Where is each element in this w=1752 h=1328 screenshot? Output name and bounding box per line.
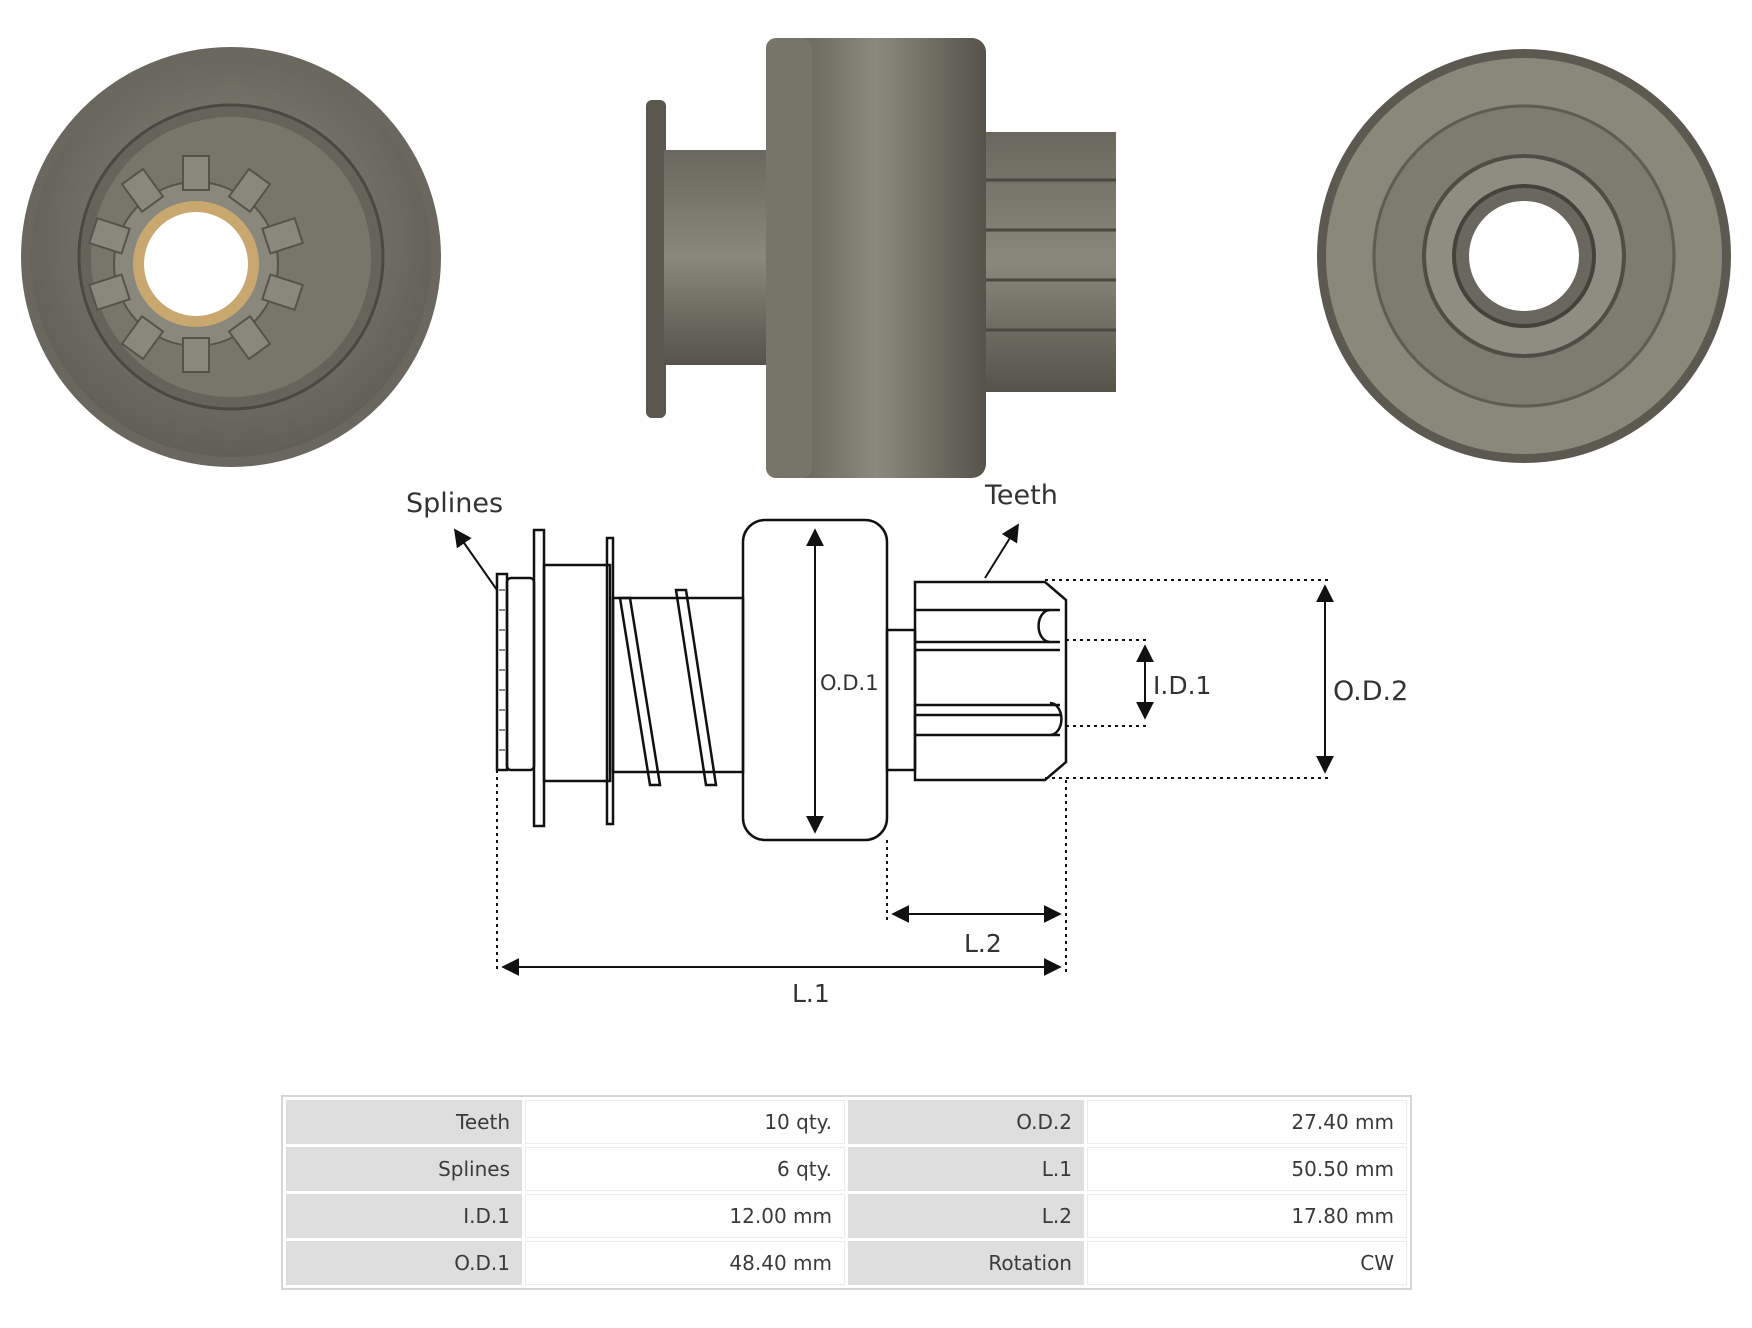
spec-key: O.D.1 bbox=[286, 1241, 522, 1285]
pinion bbox=[913, 580, 1068, 782]
table-row: O.D.1 48.40 mm Rotation CW bbox=[286, 1241, 1407, 1285]
shaft bbox=[885, 628, 917, 772]
spec-value: 27.40 mm bbox=[1087, 1100, 1407, 1144]
spec-key: Splines bbox=[286, 1147, 522, 1191]
spec-key: Teeth bbox=[286, 1100, 522, 1144]
label-l1: L.1 bbox=[792, 979, 830, 1008]
spec-value: 12.00 mm bbox=[525, 1194, 845, 1238]
spline-collar bbox=[505, 576, 536, 772]
label-splines: Splines bbox=[406, 488, 503, 519]
table-row: Splines 6 qty. L.1 50.50 mm bbox=[286, 1147, 1407, 1191]
spec-value: 50.50 mm bbox=[1087, 1147, 1407, 1191]
spec-key: I.D.1 bbox=[286, 1194, 522, 1238]
table-row: I.D.1 12.00 mm L.2 17.80 mm bbox=[286, 1194, 1407, 1238]
spring-coil bbox=[618, 596, 662, 787]
spring-sleeve bbox=[611, 596, 745, 774]
flange bbox=[532, 528, 546, 828]
spec-value: 48.40 mm bbox=[525, 1241, 845, 1285]
label-l2: L.2 bbox=[964, 929, 1002, 958]
spline-end bbox=[495, 572, 509, 772]
specs-table: Teeth 10 qty. O.D.2 27.40 mm Splines 6 q… bbox=[281, 1095, 1412, 1290]
side-view-photo bbox=[646, 38, 1116, 478]
splines-leader bbox=[453, 528, 498, 591]
spring-coil bbox=[674, 588, 718, 787]
label-id1: I.D.1 bbox=[1153, 671, 1211, 700]
spec-value: 10 qty. bbox=[525, 1100, 845, 1144]
spec-key: L.1 bbox=[848, 1147, 1084, 1191]
table-row: Teeth 10 qty. O.D.2 27.40 mm bbox=[286, 1100, 1407, 1144]
teeth-leader bbox=[984, 523, 1019, 579]
spec-value: 6 qty. bbox=[525, 1147, 845, 1191]
spec-key: O.D.2 bbox=[848, 1100, 1084, 1144]
label-od1: O.D.1 bbox=[820, 671, 879, 695]
spec-key: L.2 bbox=[848, 1194, 1084, 1238]
front-view-photo bbox=[21, 47, 441, 467]
spec-key: Rotation bbox=[848, 1241, 1084, 1285]
hub bbox=[542, 563, 612, 783]
label-od2: O.D.2 bbox=[1333, 676, 1408, 707]
spec-value: CW bbox=[1087, 1241, 1407, 1285]
rear-view-photo bbox=[1317, 49, 1731, 463]
spec-value: 17.80 mm bbox=[1087, 1194, 1407, 1238]
label-teeth: Teeth bbox=[984, 480, 1058, 511]
